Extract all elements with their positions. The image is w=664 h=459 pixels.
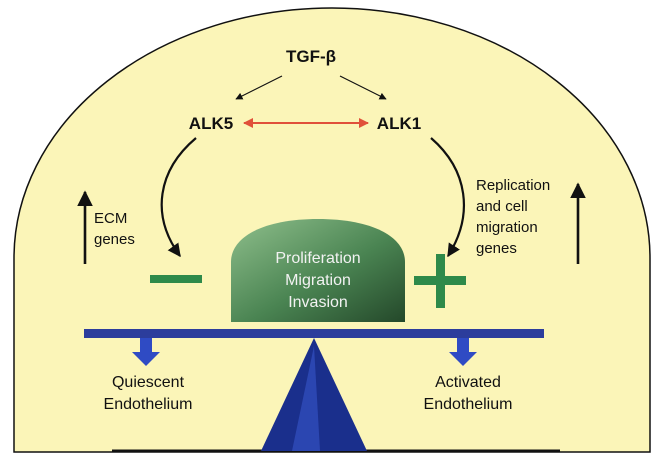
activated-label-line1: Activated xyxy=(435,374,501,391)
ecm-label-line1: ECM xyxy=(94,210,127,227)
dome-label-line1: Proliferation xyxy=(275,250,360,267)
replication-label-line3: migration xyxy=(476,219,538,236)
alk1-curve-arrow xyxy=(430,137,466,258)
arrow-to-alk1 xyxy=(339,75,387,100)
fulcrum-highlight xyxy=(292,346,320,451)
center-dome xyxy=(231,219,405,322)
plus-sign xyxy=(414,254,466,308)
dome-label-line2: Migration xyxy=(285,272,351,289)
dome-label-line3: Invasion xyxy=(288,294,348,311)
replication-label-line1: Replication xyxy=(476,177,550,194)
activated-label-line2: Endothelium xyxy=(424,396,513,413)
quiescent-label-line2: Endothelium xyxy=(104,396,193,413)
tgf-beta-label: TGF-β xyxy=(286,47,336,66)
left-weight-arrow xyxy=(132,338,160,366)
replication-label-line4: genes xyxy=(476,240,517,257)
balance-beam xyxy=(84,329,544,338)
quiescent-label-line1: Quiescent xyxy=(112,374,185,391)
alk5-curve-arrow xyxy=(160,137,197,258)
ecm-label-line2: genes xyxy=(94,231,135,248)
alk5-label: ALK5 xyxy=(189,114,233,133)
replication-label-line2: and cell xyxy=(476,198,528,215)
right-weight-arrow xyxy=(449,338,477,366)
minus-sign xyxy=(150,275,202,283)
alk1-label: ALK1 xyxy=(377,114,421,133)
arrow-to-alk5 xyxy=(235,75,283,100)
